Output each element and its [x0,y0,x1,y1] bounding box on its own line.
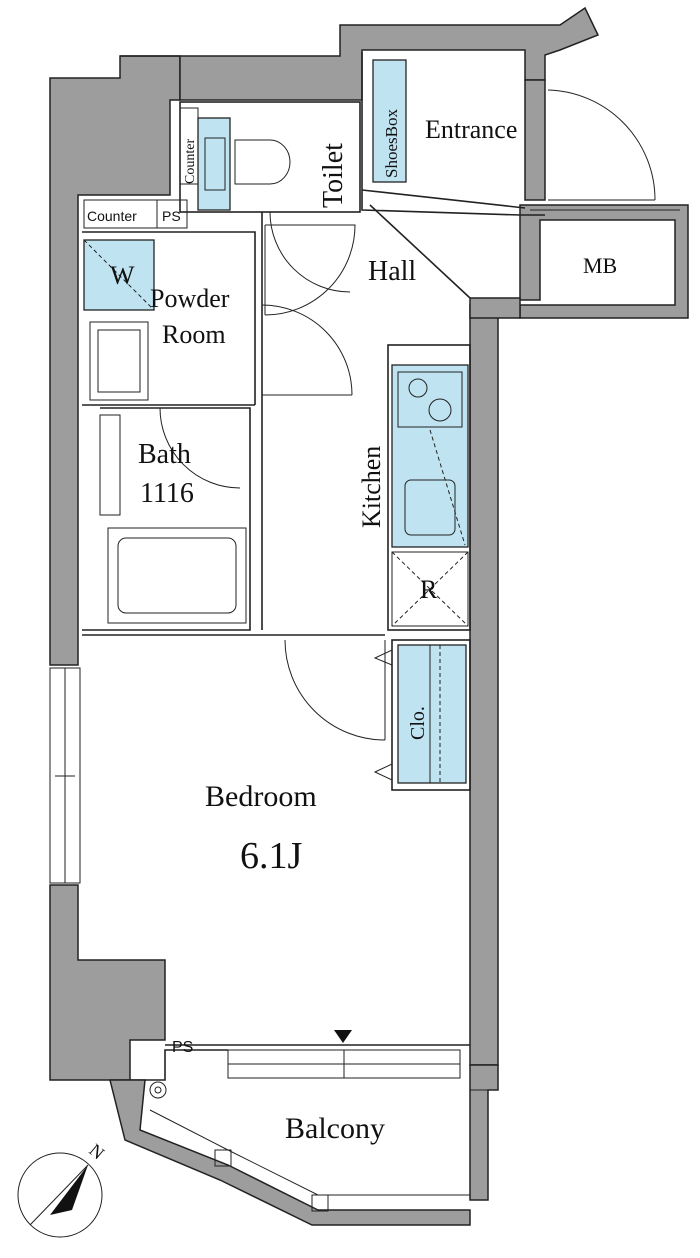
doors [159,89,656,741]
hall-right-wall [469,297,521,319]
label-closet: Clo. [407,706,429,740]
balcony-right-wall [469,1064,499,1201]
left-wall [49,55,181,666]
label-bedroom-size: 6.1J [240,835,302,877]
label-counter-toilet: Counter [183,139,198,184]
balcony-outer-wall [109,1079,471,1226]
shoes-box [372,59,407,183]
label-toilet: Toilet [318,143,349,208]
mb-wall [519,204,689,319]
label-compass-n: N [85,1140,108,1164]
interior-lines [49,52,545,1079]
balcony [109,1049,489,1226]
right-wall [469,304,499,1066]
exterior-walls [49,6,689,1201]
right-upper-wall [524,79,546,201]
label-mb: MB [583,253,617,278]
label-counter: Counter [87,208,137,224]
label-powder: Powder [150,284,230,313]
kitchen-counter [391,364,469,548]
label-fridge: R [420,575,438,604]
top-wall [120,6,600,101]
label-balcony: Balcony [285,1112,385,1145]
label-entrance: Entrance [425,115,517,144]
compass [17,1152,103,1238]
label-shoes-box: ShoesBox [382,109,401,178]
label-bath-size: 1116 [140,478,194,509]
closet-storage [397,644,467,784]
fixtures [83,59,680,1043]
label-room: Room [162,320,226,349]
label-ps-top: PS [162,208,181,224]
label-hall: Hall [368,256,416,287]
label-kitchen: Kitchen [357,446,386,528]
label-bath: Bath [138,439,191,470]
label-washer: W [110,261,135,290]
left-wall-lower [49,884,166,1081]
label-bedroom: Bedroom [205,780,317,813]
label-ps-bottom: PS [172,1039,193,1056]
labels: Entrance ShoesBox Toilet Counter Counter… [85,109,617,1164]
